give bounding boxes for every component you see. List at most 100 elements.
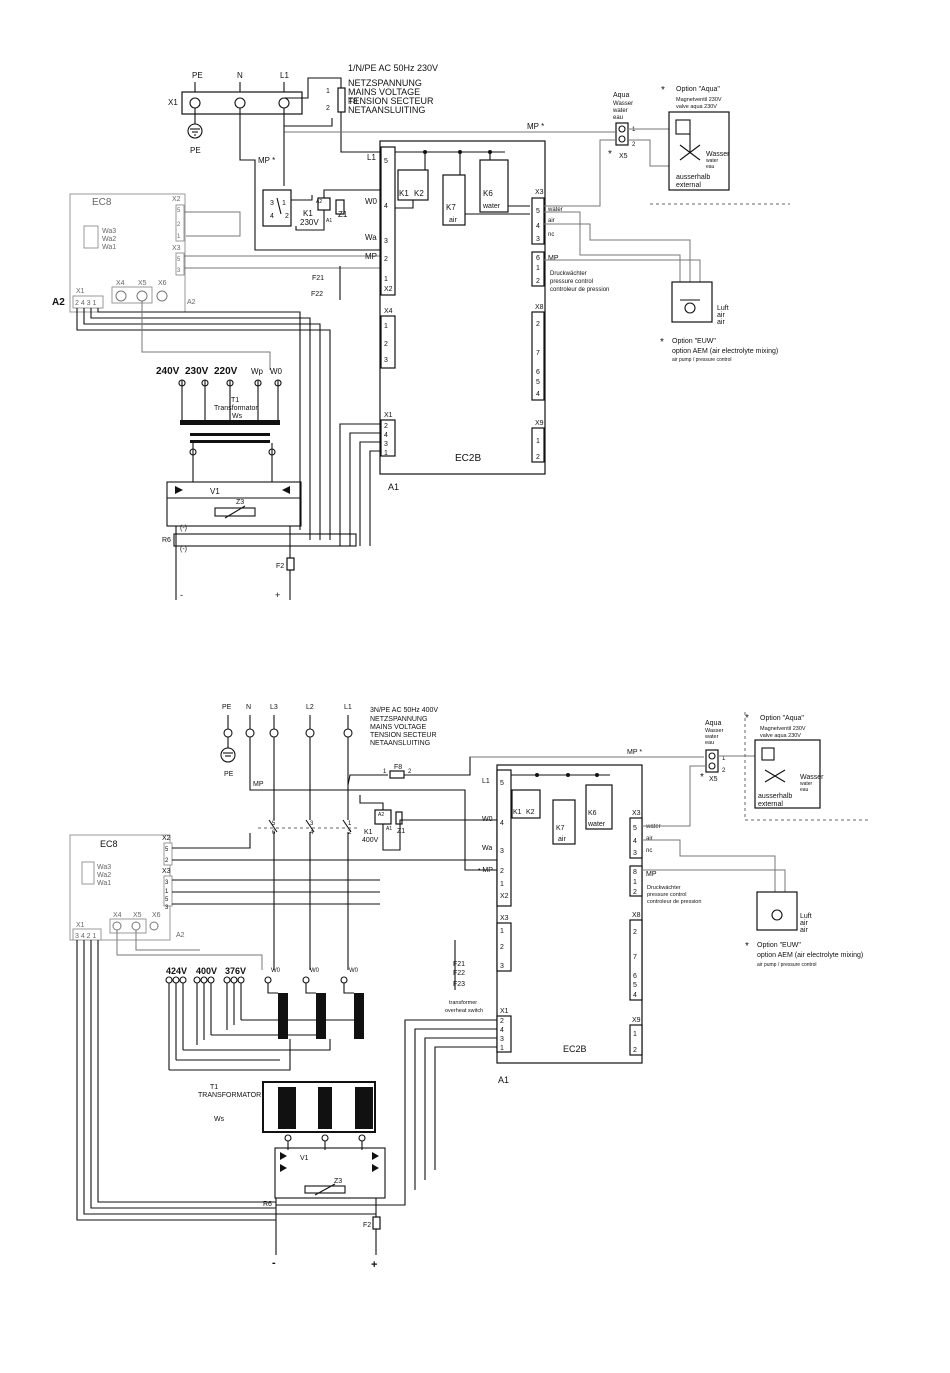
svg-text:4: 4 <box>536 391 540 398</box>
svg-text:-: - <box>180 590 183 600</box>
svg-text:L1: L1 <box>482 778 490 785</box>
svg-text:2: 2 <box>500 1018 504 1025</box>
svg-text:L3: L3 <box>270 704 278 711</box>
svg-text:L1: L1 <box>367 153 376 162</box>
svg-text:5: 5 <box>633 982 637 989</box>
svg-text:F8: F8 <box>394 764 402 771</box>
svg-text:1: 1 <box>633 879 637 886</box>
svg-text:X1: X1 <box>384 412 393 419</box>
svg-text:1: 1 <box>383 769 387 775</box>
svg-text:2: 2 <box>165 858 169 864</box>
svg-text:4: 4 <box>500 820 504 827</box>
svg-text:5: 5 <box>633 825 637 832</box>
svg-text:240V: 240V <box>156 366 180 377</box>
svg-text:K7: K7 <box>556 825 565 832</box>
svg-text:4: 4 <box>500 1027 504 1034</box>
svg-text:*: * <box>745 713 749 724</box>
transformer-taps <box>165 976 348 984</box>
svg-text:-: - <box>272 1257 276 1269</box>
supply-line-en: MAINS VOLTAGE <box>348 87 420 97</box>
svg-text:A2: A2 <box>378 812 384 818</box>
svg-text:2: 2 <box>285 213 289 220</box>
fuse-f8-label: F8 <box>348 97 358 106</box>
svg-text:X6: X6 <box>152 912 161 919</box>
ec8-x3: X3 <box>172 245 181 252</box>
svg-text:5: 5 <box>165 847 169 853</box>
ec8-title: EC8 <box>92 197 112 208</box>
svg-text:EC2B: EC2B <box>563 1044 587 1054</box>
svg-text:4: 4 <box>384 203 388 210</box>
rectifier-v1 <box>166 481 302 527</box>
svg-text:Wa2: Wa2 <box>97 872 111 879</box>
svg-text:pressure control: pressure control <box>647 892 686 898</box>
transformer-core-2 <box>316 993 326 1039</box>
svg-text:Aqua: Aqua <box>613 92 629 99</box>
svg-text:F2: F2 <box>363 1222 371 1229</box>
svg-text:6: 6 <box>633 973 637 980</box>
svg-text:eau: eau <box>800 787 809 793</box>
svg-text:Aqua: Aqua <box>705 720 721 727</box>
svg-text:T1: T1 <box>210 1084 218 1091</box>
svg-text:3: 3 <box>165 880 169 886</box>
svg-text:1: 1 <box>282 200 286 207</box>
module-a2-label: A2 <box>52 297 65 308</box>
svg-text:W0: W0 <box>310 968 320 974</box>
svg-text:W0: W0 <box>270 367 283 376</box>
svg-text:air pump / pressure control: air pump / pressure control <box>672 357 731 363</box>
svg-text:F23: F23 <box>453 981 465 988</box>
svg-text:6: 6 <box>536 255 540 262</box>
svg-text:3: 3 <box>633 850 637 857</box>
svg-text:5: 5 <box>384 158 388 165</box>
ec8-x2: X2 <box>172 196 181 203</box>
svg-text:EC8: EC8 <box>100 839 118 849</box>
svg-text:Luft: Luft <box>717 305 729 312</box>
ec8-wa2: Wa2 <box>102 236 116 243</box>
svg-text:2: 2 <box>177 222 181 228</box>
ground-icon <box>187 123 203 139</box>
svg-text:water: water <box>645 824 661 830</box>
svg-text:7: 7 <box>633 954 637 961</box>
svg-text:3: 3 <box>270 200 274 207</box>
svg-text:5: 5 <box>177 257 181 263</box>
svg-text:2: 2 <box>384 341 388 348</box>
svg-text:X1: X1 <box>76 922 85 929</box>
svg-text:5: 5 <box>536 379 540 386</box>
svg-text:Druckwächter: Druckwächter <box>550 271 587 277</box>
svg-text:1: 1 <box>633 1031 637 1038</box>
svg-text:*: * <box>661 85 665 96</box>
svg-text:A1: A1 <box>386 826 392 832</box>
supply-line-nl: NETAANSLUITING <box>348 105 425 115</box>
svg-text:1: 1 <box>348 821 352 827</box>
svg-text:3 4 2 1: 3 4 2 1 <box>75 933 97 940</box>
fuse-pin-2: 2 <box>326 105 330 112</box>
relay-k6-2 <box>585 784 613 830</box>
relay-k1-k2-2 <box>511 789 541 819</box>
svg-text:1: 1 <box>632 127 636 133</box>
svg-text:air: air <box>717 319 725 326</box>
svg-text:X3: X3 <box>535 189 544 196</box>
svg-text:400V: 400V <box>362 837 379 844</box>
suppressor-z1 <box>335 199 345 215</box>
terminal-pe-label: PE <box>192 71 203 80</box>
svg-text:4: 4 <box>536 223 540 230</box>
svg-text:4: 4 <box>270 213 274 220</box>
svg-text:1: 1 <box>500 881 504 888</box>
svg-text:W0: W0 <box>271 968 281 974</box>
svg-text:3: 3 <box>384 238 388 245</box>
svg-text:1: 1 <box>722 756 726 762</box>
svg-text:air pump / pressure control: air pump / pressure control <box>757 962 816 968</box>
svg-text:overheat switch: overheat switch <box>445 1008 483 1014</box>
svg-text:water: water <box>587 821 606 828</box>
svg-text:5: 5 <box>272 821 276 827</box>
svg-text:Wasser: Wasser <box>613 101 633 107</box>
varistor-z3-2 <box>304 1185 346 1194</box>
svg-text:K1: K1 <box>399 189 409 198</box>
svg-text:*: * <box>700 772 704 783</box>
svg-text:TRANSFORMATOR: TRANSFORMATOR <box>198 1092 261 1099</box>
ground-icon-2 <box>220 747 236 763</box>
svg-text:2: 2 <box>500 868 504 875</box>
relay-k1-label: K1 <box>303 209 313 218</box>
svg-text:(-): (-) <box>180 546 187 553</box>
svg-text:A2: A2 <box>316 199 322 205</box>
